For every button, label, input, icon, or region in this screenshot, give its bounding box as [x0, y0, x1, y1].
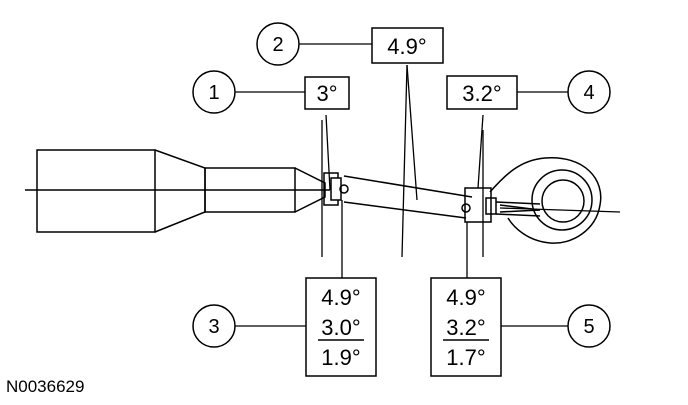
calc-3-total: 4.9° [321, 285, 360, 310]
angle-box-1 [304, 76, 350, 110]
transmission-housing [36, 149, 326, 233]
angle-box-2 [371, 27, 444, 64]
angle-label-1: 3° [316, 81, 337, 106]
callout-bubble-4 [567, 70, 611, 114]
callout-number-1: 1 [208, 82, 219, 104]
callout-bubble-5 [567, 304, 611, 348]
callout-number-2: 2 [272, 34, 283, 56]
angle-reference-lines [321, 64, 621, 278]
calc-5-total: 4.9° [446, 285, 485, 310]
angle-box-4 [446, 75, 518, 110]
rear-u-joint [461, 187, 497, 223]
figure-id: N0036629 [6, 377, 84, 396]
callout-number-5: 5 [583, 316, 594, 338]
callout-number-4: 4 [583, 82, 594, 104]
callout-5: 4.9° 3.2° 1.7° 5 [430, 277, 611, 377]
calc-5-subtract: 3.2° [446, 315, 485, 340]
callout-1: 1 3° [192, 70, 350, 114]
calc-box-3 [305, 277, 377, 377]
callout-2: 2 4.9° [256, 22, 444, 66]
callout-number-3: 3 [208, 316, 219, 338]
driveshaft-tube [343, 175, 473, 219]
axle-flange [489, 157, 602, 244]
angle-label-4: 3.2° [462, 81, 501, 106]
callout-3: 3 4.9° 3.0° 1.9° [192, 277, 377, 377]
callout-4: 3.2° 4 [446, 70, 611, 114]
calc-3-subtract: 3.0° [321, 315, 360, 340]
calc-box-5 [430, 277, 502, 377]
calc-3-result: 1.9° [321, 345, 360, 370]
angle-label-2: 4.9° [387, 34, 426, 59]
calc-5-result: 1.7° [446, 345, 485, 370]
front-u-joint [323, 172, 349, 206]
